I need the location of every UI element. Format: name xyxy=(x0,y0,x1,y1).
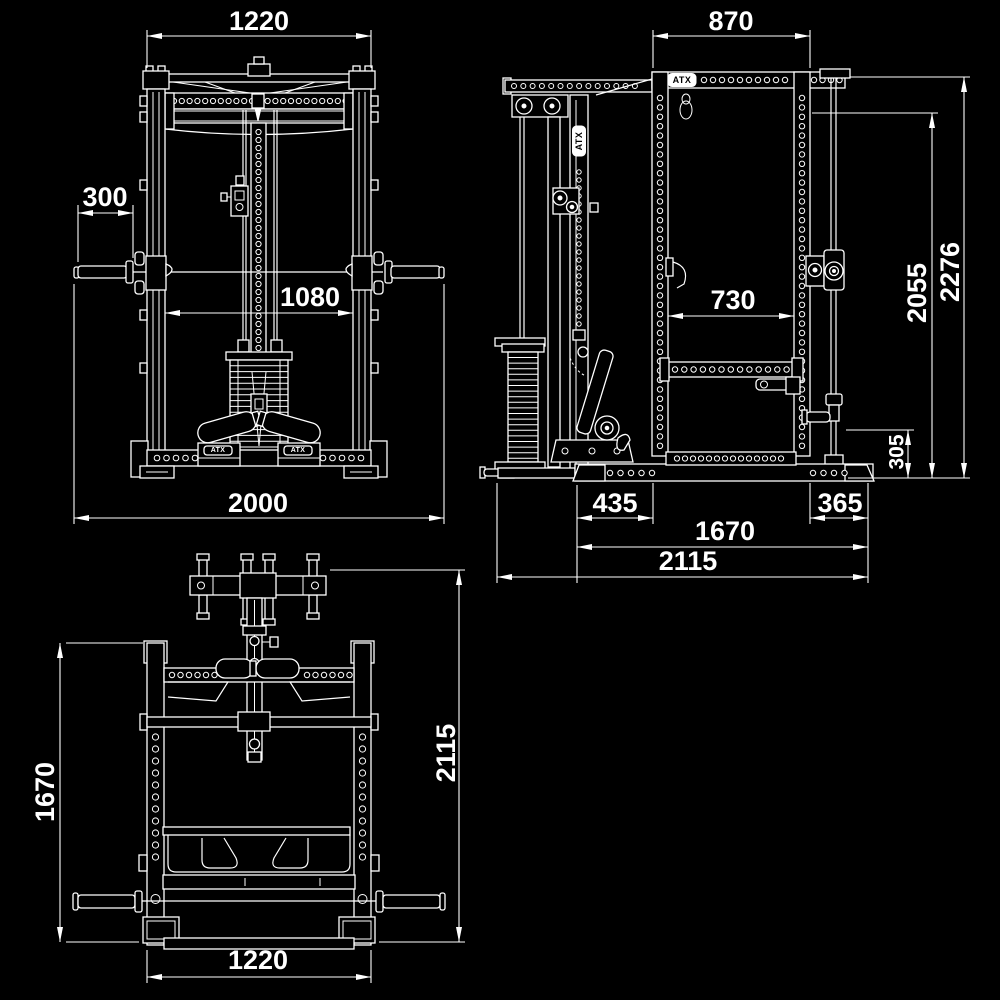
front-view: ATX ATX 1220 300 1080 2000 xyxy=(73,6,445,524)
svg-text:2115: 2115 xyxy=(659,546,718,576)
side-lever-arm xyxy=(550,346,634,463)
plan-bench xyxy=(162,826,356,890)
svg-text:2276: 2276 xyxy=(935,242,965,302)
side-top-beam: ATX xyxy=(502,68,851,120)
dim-side-overall-depth: 2115 xyxy=(496,483,868,583)
atx-logo-front-right: ATX xyxy=(291,447,305,454)
side-lat-tower: ATX xyxy=(511,94,599,471)
dim-front-top-width: 1220 xyxy=(146,6,372,68)
svg-text:1080: 1080 xyxy=(280,282,340,312)
dim-side-frame-depth: 1670 xyxy=(577,516,868,550)
dim-side-top-depth: 870 xyxy=(652,6,811,68)
dim-front-overall-width: 2000 xyxy=(73,284,445,524)
side-smith-bar xyxy=(801,78,851,473)
plan-rollers xyxy=(215,658,300,679)
dim-plan-overall-depth: 2115 xyxy=(330,569,465,943)
svg-text:2000: 2000 xyxy=(228,488,288,518)
svg-text:300: 300 xyxy=(82,182,127,212)
dim-plan-width: 1220 xyxy=(146,945,372,983)
front-rollers xyxy=(197,410,321,444)
dim-side-front-foot: 435 xyxy=(576,483,654,583)
side-weight-stack xyxy=(494,337,546,479)
side-base xyxy=(479,451,875,482)
plan-view: 1670 2115 1220 xyxy=(30,553,465,983)
front-barbell xyxy=(73,251,445,295)
svg-text:870: 870 xyxy=(708,6,753,36)
atx-logo-side-beam: ATX xyxy=(673,75,692,85)
svg-text:1220: 1220 xyxy=(228,945,288,975)
plan-barbell xyxy=(72,890,446,913)
dim-side-rear-foot: 365 xyxy=(809,483,869,583)
atx-logo-front-left: ATX xyxy=(211,447,225,454)
svg-text:1670: 1670 xyxy=(30,762,60,822)
svg-text:730: 730 xyxy=(710,285,755,315)
dim-front-sleeve: 300 xyxy=(77,182,134,262)
svg-text:435: 435 xyxy=(592,488,637,518)
side-view: ATX ATX xyxy=(479,6,970,583)
dim-side-rack-height: 2055 xyxy=(812,112,938,478)
dim-side-inner-depth: 730 xyxy=(668,285,794,319)
dim-side-base-height: 305 xyxy=(846,429,914,478)
dim-front-inner-width: 1080 xyxy=(165,282,353,316)
dim-plan-frame-depth: 1670 xyxy=(30,642,143,943)
svg-text:2115: 2115 xyxy=(431,724,461,783)
svg-text:365: 365 xyxy=(817,488,862,518)
svg-text:1220: 1220 xyxy=(229,6,289,36)
svg-text:305: 305 xyxy=(886,434,909,469)
atx-logo-side-tower: ATX xyxy=(574,132,584,151)
side-safety-bar xyxy=(659,357,804,395)
front-weight-stack xyxy=(225,351,293,453)
front-plate-horns: ATX ATX xyxy=(197,442,321,467)
front-base-rail xyxy=(139,449,379,479)
svg-text:1670: 1670 xyxy=(695,516,755,546)
side-front-column xyxy=(651,71,687,457)
svg-text:2055: 2055 xyxy=(902,263,932,323)
dim-side-overall-height: 2276 xyxy=(848,76,970,479)
